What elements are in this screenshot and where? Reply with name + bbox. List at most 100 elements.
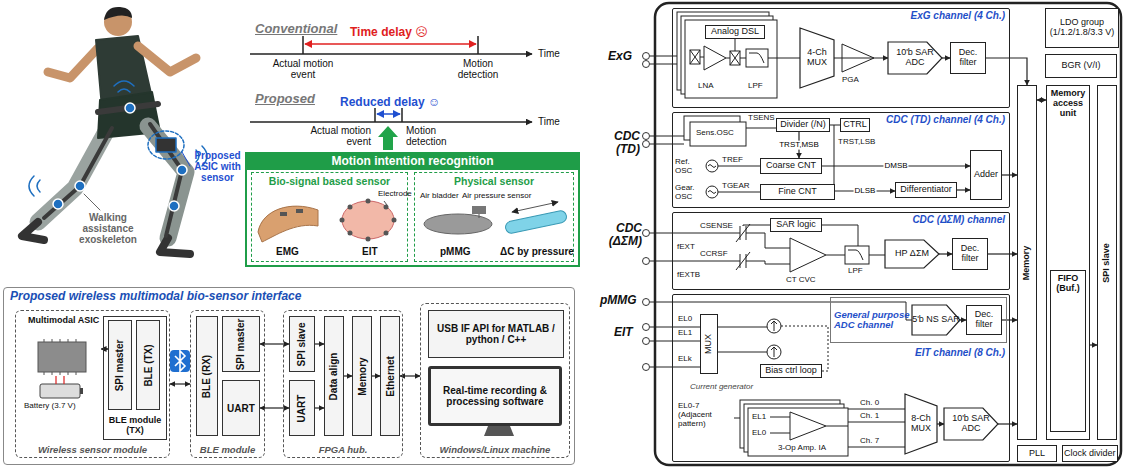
text-label: fEXT — [677, 243, 695, 252]
circuit-block: Dec. filter — [952, 238, 988, 270]
chip-box: Multimodal ASIC — [26, 316, 101, 378]
node-text: BLE module — [200, 445, 255, 455]
node-text: Real-time recording & processing softwar… — [433, 385, 557, 407]
node-text: SPI master — [115, 339, 126, 391]
circuit-block: HP ΔΣM — [885, 240, 939, 268]
circuit-block: Divider (/N) — [776, 118, 830, 132]
block-box: SPI master — [222, 316, 260, 372]
node-text: UART — [297, 394, 308, 422]
node-text: BLE module (TX) — [104, 416, 166, 436]
node-text: Adder — [974, 170, 998, 180]
node-text: BLE (TX) — [143, 344, 154, 386]
connector — [986, 58, 1027, 85]
node-text: Analog DSL — [711, 27, 759, 37]
text-label: Ch. 0 — [860, 399, 879, 408]
node-text: Physical sensor — [454, 176, 534, 188]
text-label: Motion detection — [406, 125, 466, 147]
runner-figure — [22, 7, 207, 254]
node-text: Data align — [329, 352, 340, 400]
block-box: BLE (RX) — [196, 316, 218, 436]
node-text: Bio-signal based sensor — [269, 176, 390, 188]
circuit-block: BGR (V/I) — [1045, 54, 1117, 78]
node-text: 10'b SAR ADC — [888, 48, 942, 68]
node-text: USB IF API for MATLAB / python / C++ — [429, 323, 563, 345]
block-box: SPI master — [108, 320, 132, 410]
module-group: FPGA hub.SPI slaveUARTData alignMemoryEt… — [283, 310, 403, 458]
text-label: EIT — [614, 326, 633, 339]
node-text: Memory access unit — [1047, 89, 1089, 119]
circuit-block: Clock divider — [1062, 445, 1118, 462]
node-text: Fine CNT — [778, 187, 817, 197]
channel-box: General purpose ADC channel5'b NS SARDec… — [830, 297, 1007, 343]
connector — [957, 189, 970, 190]
connector — [315, 407, 324, 408]
node-text: SPI slave — [1102, 243, 1112, 283]
node-text: Proposed wireless multimodal bio-sensor … — [10, 290, 301, 303]
node-text: Coarse CNT — [766, 161, 816, 171]
text-label: CT CVC — [786, 276, 816, 285]
node-text: Differentiator — [900, 185, 951, 195]
node-text: CDC (ΔΣM) channel — [912, 214, 1005, 225]
text-label: 3-Op Amp. IA — [778, 444, 826, 453]
text-label: TRST,LSB — [838, 138, 875, 147]
circuit-block: Adder — [970, 150, 1002, 200]
text-label: TREF — [722, 156, 743, 165]
module-group: Windows/Linux machineUSB IF API for MATL… — [420, 303, 570, 458]
node-text: SPI master — [236, 318, 247, 370]
text-label: Current generator — [690, 383, 753, 392]
connector — [988, 253, 1017, 254]
connector — [939, 253, 952, 254]
circuit-block: 5'b NS SAR — [912, 305, 960, 335]
connector — [998, 423, 1017, 424]
node-text: CTRL — [843, 120, 867, 130]
monitor-box: Real-time recording & processing softwar… — [428, 366, 562, 426]
circuit-block: 8-Ch MUX — [905, 394, 937, 454]
connector — [372, 375, 380, 376]
node-text: Dec. filter — [951, 48, 985, 68]
timeline — [250, 36, 532, 150]
circuit-block: Coarse CNT — [760, 158, 822, 174]
text-label: fEXTB — [677, 271, 700, 280]
node-text: FPGA hub. — [319, 445, 368, 455]
circuit-block: Differentiator — [895, 182, 957, 198]
node-text: LDO group (1/1.2/1.8/3.3 V) — [1046, 18, 1118, 38]
text-label: Conventional — [255, 22, 337, 36]
connector — [400, 375, 420, 376]
node-text: ExG channel (4 Ch.) — [911, 10, 1005, 21]
text-label: TSENS — [748, 114, 775, 123]
connector — [344, 375, 352, 376]
text-label: TGEAR — [722, 182, 750, 191]
text-label: ΔC by pressure — [500, 246, 574, 257]
block-box: Data align — [324, 316, 344, 436]
node-text: BGR (V/I) — [1061, 61, 1100, 71]
text-label: LPF — [748, 82, 763, 91]
node-text: Clock divider — [1064, 449, 1116, 459]
text-label: pMMG — [600, 294, 637, 307]
block-box: Memory — [352, 316, 372, 436]
chip-illustration — [643, 3, 1122, 465]
node-text: PLL — [1029, 449, 1045, 459]
text-label: Gear. OSC — [675, 184, 701, 202]
node-text: Multimodal ASIC — [28, 316, 99, 326]
circuit-block: MUX — [700, 314, 718, 374]
text-label: Time — [538, 48, 560, 59]
node-text: 8-Ch MUX — [905, 414, 937, 434]
node-text: Memory — [1022, 245, 1032, 280]
module-group: Wireless sensor moduleMultimodal ASICBLE… — [15, 310, 170, 458]
text-label: Reduced delay ☺ — [340, 96, 440, 109]
connector — [170, 383, 190, 384]
circuit-block: Dec. filter — [966, 305, 1002, 335]
circuit-block: 10'b SAR ADC — [888, 42, 942, 74]
text-label: Ch. 1 — [860, 412, 879, 421]
text-label: ExG — [608, 50, 632, 63]
node-text: SAR logic — [776, 220, 816, 230]
node-text: CDC (TD) channel (4 Ch.) — [886, 114, 1005, 125]
text-label: EIT — [362, 246, 378, 257]
channel-box: EIT channel (8 Ch.)General purpose ADC c… — [672, 294, 1010, 462]
edge-label: DLSB — [854, 187, 877, 196]
node-text: Bias ctrl loop — [765, 366, 817, 376]
circuit-block: 10'b SAR ADC — [944, 408, 998, 440]
circuit-block: CTRL — [840, 118, 870, 132]
text-label: Air bladder — [420, 192, 459, 201]
